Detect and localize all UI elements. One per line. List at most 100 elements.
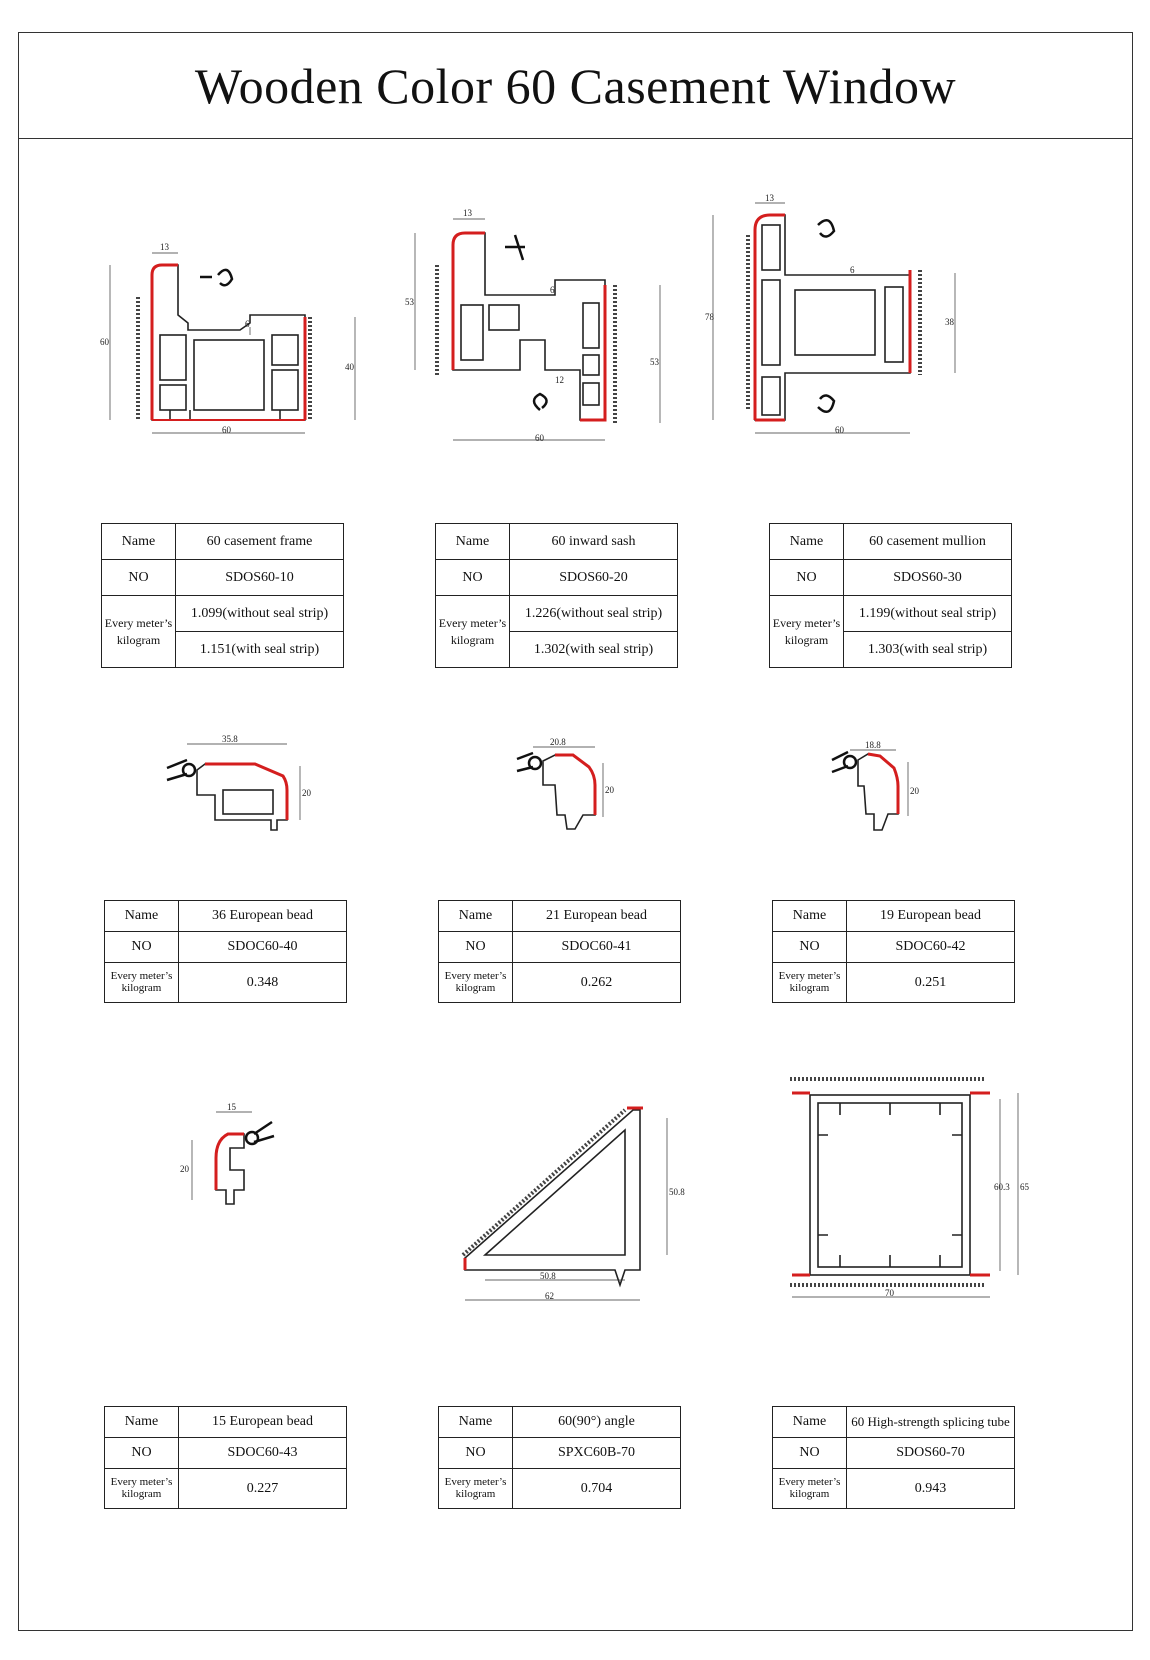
profile-no: SDOS60-30	[843, 559, 1012, 596]
kg-without: 1.099(without seal strip)	[175, 595, 344, 632]
profile-name: 15 European bead	[178, 1406, 347, 1438]
dim-top: 13	[160, 242, 170, 252]
kg-value: 0.251	[846, 962, 1015, 1003]
dim-top: 13	[463, 208, 473, 218]
casement-frame-drawing: 13 60 40 60 6	[100, 235, 370, 455]
label-no: NO	[438, 931, 513, 963]
dim-w: 35.8	[222, 734, 238, 744]
page-title: Wooden Color 60 Casement Window	[194, 57, 957, 114]
kg-with: 1.302(with seal strip)	[509, 631, 678, 668]
kg-without: 1.199(without seal strip)	[843, 595, 1012, 632]
label-no: NO	[438, 1437, 513, 1469]
profile-name: 36 European bead	[178, 900, 347, 932]
kg-with: 1.303(with seal strip)	[843, 631, 1012, 668]
dim-inner: 6	[550, 285, 555, 295]
profile-no: SDOS60-70	[846, 1437, 1015, 1469]
label-name: Name	[772, 900, 847, 932]
dim-top: 13	[765, 193, 775, 203]
profile-no: SDOC60-42	[846, 931, 1015, 963]
kg-with: 1.151(with seal strip)	[175, 631, 344, 668]
dim-bottom: 60	[222, 425, 232, 435]
kg-value: 0.348	[178, 962, 347, 1003]
label-name: Name	[101, 523, 176, 560]
dim-right: 53	[650, 357, 660, 367]
dim-h: 20	[605, 785, 615, 795]
profile-name: 60 casement frame	[175, 523, 344, 560]
profile-no: SDOC60-43	[178, 1437, 347, 1469]
label-name: Name	[772, 1406, 847, 1438]
kg-value: 0.943	[846, 1468, 1015, 1509]
label-no: NO	[772, 931, 847, 963]
dim-w: 15	[227, 1102, 237, 1112]
dim-w: 70	[885, 1288, 895, 1298]
dim-left: 53	[405, 297, 415, 307]
dim-h: 50.8	[669, 1187, 685, 1197]
profile-name: 60(90°) angle	[512, 1406, 681, 1438]
dim-left: 60	[100, 337, 110, 347]
dim-right: 38	[945, 317, 955, 327]
profile-no: SDOS60-20	[509, 559, 678, 596]
label-no: NO	[104, 1437, 179, 1469]
profile-no: SDOS60-10	[175, 559, 344, 596]
profile-name: 60 casement mullion	[843, 523, 1012, 560]
dim-bottom: 60	[835, 425, 845, 435]
dim-w: 18.8	[865, 740, 881, 750]
bead-21-drawing: 20.8 20	[515, 735, 635, 855]
dim-w-inner: 50.8	[540, 1271, 556, 1281]
label-name: Name	[769, 523, 844, 560]
dim-mid: 12	[555, 375, 564, 385]
label-name: Name	[438, 1406, 513, 1438]
label-no: NO	[101, 559, 176, 596]
label-no: NO	[435, 559, 510, 596]
label-no: NO	[769, 559, 844, 596]
dim-h-outer: 65	[1020, 1182, 1030, 1192]
kg-value: 0.704	[512, 1468, 681, 1509]
label-name: Name	[435, 523, 510, 560]
dim-left: 78	[705, 312, 715, 322]
dim-bottom: 60	[535, 433, 545, 443]
profile-name: 60 High-strength splicing tube	[846, 1406, 1015, 1438]
label-name: Name	[104, 900, 179, 932]
profile-no: SDOC60-40	[178, 931, 347, 963]
dim-w-outer: 62	[545, 1291, 554, 1301]
profile-no: SDOC60-41	[512, 931, 681, 963]
dim-inner: 6	[850, 265, 855, 275]
angle-90-drawing: 50.8 50.8 62	[455, 1080, 685, 1310]
kg-value: 0.227	[178, 1468, 347, 1509]
label-no: NO	[104, 931, 179, 963]
inward-sash-drawing: 13 53 53 60 6 12	[405, 205, 675, 455]
dim-right: 40	[345, 362, 355, 372]
dim-h-inner: 60.3	[994, 1182, 1010, 1192]
title-bar: Wooden Color 60 Casement Window	[19, 33, 1132, 139]
dim-h: 20	[910, 786, 920, 796]
casement-mullion-drawing: 13 78 38 60 6	[705, 193, 980, 455]
dim-w: 20.8	[550, 737, 566, 747]
label-name: Name	[438, 900, 513, 932]
dim-h: 20	[180, 1164, 190, 1174]
splicing-tube-drawing: 60.3 65 70	[780, 1075, 1030, 1315]
kg-without: 1.226(without seal strip)	[509, 595, 678, 632]
bead-36-drawing: 35.8 20	[165, 730, 325, 850]
label-no: NO	[772, 1437, 847, 1469]
bead-19-drawing: 18.8 20	[830, 738, 950, 858]
bead-15-drawing: 15 20	[180, 1100, 290, 1220]
dim-inner: 6	[245, 319, 250, 329]
profile-no: SPXC60B-70	[512, 1437, 681, 1469]
profile-name: 60 inward sash	[509, 523, 678, 560]
profile-name: 21 European bead	[512, 900, 681, 932]
dim-h: 20	[302, 788, 312, 798]
